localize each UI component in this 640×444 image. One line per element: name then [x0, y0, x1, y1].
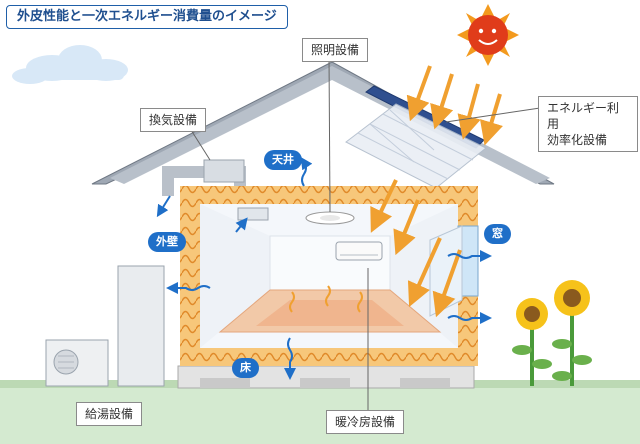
sunlight-arrows	[370, 65, 503, 318]
callout-ventilation: 換気設備	[140, 108, 207, 132]
callout-energy-efficiency: エネルギー利用 効率化設備	[538, 96, 638, 152]
label-ceiling: 天井	[264, 150, 302, 170]
water-heater-icon	[45, 265, 165, 387]
callout-lighting: 照明設備	[302, 38, 369, 62]
room-interior	[200, 204, 458, 348]
foundation	[177, 365, 475, 389]
diagram-title: 外皮性能と一次エネルギー消費量のイメージ	[6, 5, 288, 29]
label-floor: 床	[232, 358, 259, 378]
roof	[91, 61, 555, 185]
callout-energy-line1: エネルギー利用	[547, 101, 620, 131]
callout-water-heater: 給湯設備	[76, 402, 143, 426]
ventilation-fan-icon	[162, 159, 269, 221]
callout-energy-line2: 効率化設備	[547, 133, 608, 147]
air-conditioner-icon	[335, 241, 383, 261]
callout-heating-cooling: 暖冷房設備	[326, 410, 405, 434]
label-window: 窓	[484, 224, 511, 244]
cloud-icon	[12, 45, 128, 84]
heat-loss-arrows	[156, 157, 492, 380]
sun-icon	[457, 4, 519, 66]
label-outer-wall: 外壁	[148, 232, 186, 252]
sunflower-icon	[512, 280, 592, 386]
heat-waves	[289, 285, 363, 313]
